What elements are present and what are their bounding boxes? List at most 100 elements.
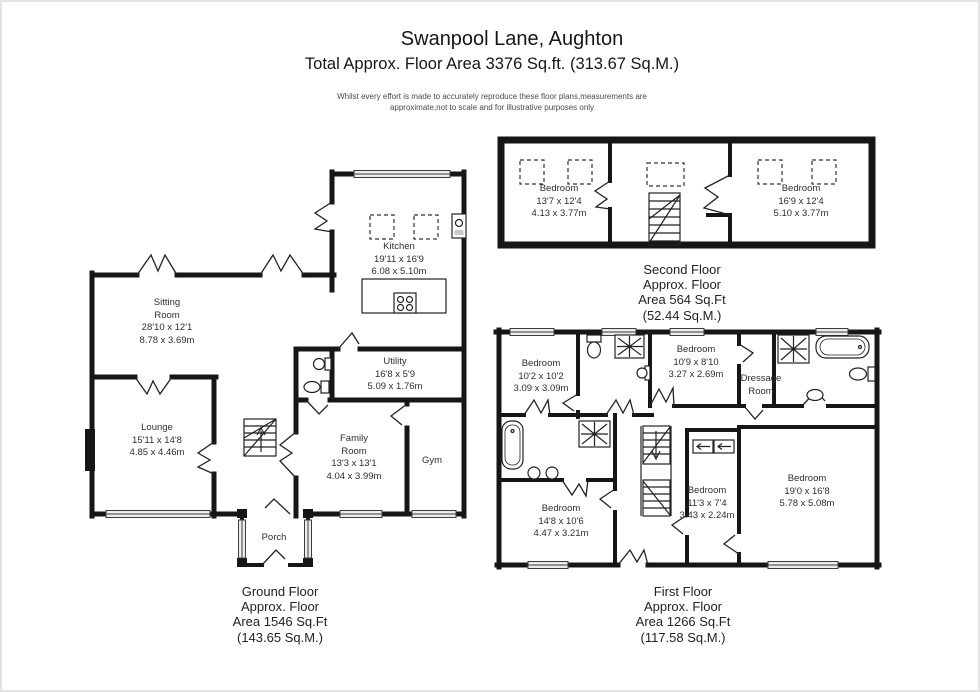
room-name: Dressage <box>740 373 782 384</box>
floor-name: Ground Floor <box>241 584 319 599</box>
window <box>509 328 555 336</box>
floor-area-sqft: Area 1266 Sq.Ft <box>635 614 731 630</box>
room-dim-metric: 4.85 x 4.46m <box>129 447 185 458</box>
disclaimer: Whilst every effort is made to accuratel… <box>2 92 978 113</box>
room-label-lounge: Lounge 15'11 x 14'8 4.85 x 4.46m <box>97 422 217 460</box>
room-dim-imperial: 15'11 x 14'8 <box>132 434 182 446</box>
staircase-icon <box>640 425 672 517</box>
skylight <box>811 159 837 185</box>
window <box>815 328 849 336</box>
room-label-bedroom-1f-bottom-left: Bedroom 14'8 x 10'6 4.47 x 3.21m <box>501 503 621 541</box>
room-dim-imperial: 16'8 x 5'9 <box>374 368 416 380</box>
bath-icon <box>501 420 524 470</box>
room-name: Bedroom <box>521 358 561 369</box>
window <box>527 561 569 569</box>
room-dim-metric: 3.27 x 2.69m <box>668 369 724 380</box>
shower-icon <box>578 420 611 448</box>
shower-icon <box>614 334 645 359</box>
ground-floor-plan <box>85 169 467 567</box>
room-dim-imperial: 16'9 x 12'4 <box>778 195 824 207</box>
toilet-icon <box>586 334 602 359</box>
room-name: Porch <box>261 532 287 543</box>
skylight <box>567 159 593 185</box>
door-swings <box>523 343 826 566</box>
floor-area-sqm: (143.65 Sq.M.) <box>237 629 323 645</box>
window <box>105 510 211 518</box>
room-dim-metric: 5.78 x 5.08m <box>779 498 835 509</box>
page-title: Swanpool Lane, Aughton <box>400 28 624 50</box>
disclaimer-line2: approximate,not to scale and for illustr… <box>389 102 595 112</box>
floor-area-sqft: Area 1546 Sq.Ft <box>232 614 328 630</box>
toilet-icon <box>303 380 330 394</box>
sink-icon <box>806 388 824 402</box>
floor-approx: Approx. Floor <box>240 599 320 615</box>
room-dim-metric: 6.08 x 5.10m <box>371 266 427 277</box>
window <box>669 328 705 336</box>
window <box>339 510 383 518</box>
room-label-bedroom-1f-middle: Bedroom 11'3 x 7'4 3.43 x 2.24m <box>647 485 767 523</box>
skylight <box>519 159 545 185</box>
room-name: Bedroom <box>539 183 579 194</box>
room-name: Gym <box>421 455 443 466</box>
room-name: Bedroom <box>781 183 821 194</box>
room-label-utility: Utility 16'8 x 5'9 5.09 x 1.76m <box>335 356 455 394</box>
sink-icon <box>312 357 332 371</box>
room-label-bedroom-1f-top-middle: Bedroom 10'9 x 8'10 3.27 x 2.69m <box>646 344 746 382</box>
sink-icon <box>636 365 651 381</box>
first-floor-plan <box>493 327 882 570</box>
skylight <box>646 162 685 187</box>
skylight <box>369 214 395 240</box>
room-label-bedroom-2f-right: Bedroom 16'9 x 12'4 5.10 x 3.77m <box>741 183 861 221</box>
first-floor-summary: First Floor Approx. Floor Area 1266 Sq.F… <box>583 584 783 645</box>
disclaimer-line1: Whilst every effort is made to accuratel… <box>337 92 647 101</box>
room-name: Sitting <box>153 297 181 308</box>
room-label-bedroom-2f-left: Bedroom 13'7 x 12'4 4.13 x 3.77m <box>499 183 619 221</box>
floor-area-sqm: (117.58 Sq.M.) <box>640 629 726 645</box>
chimney-breast <box>85 429 95 471</box>
room-name: Kitchen <box>383 241 415 252</box>
room-dim-metric: 3.43 x 2.24m <box>679 510 735 521</box>
floor-approx: Approx. Floor <box>643 599 723 615</box>
room-label-porch: Porch <box>234 532 314 545</box>
room-dim-imperial: 13'7 x 12'4 <box>536 195 582 207</box>
door-swings <box>593 174 731 216</box>
floor-name: Second Floor <box>643 262 721 277</box>
window <box>304 519 312 559</box>
room-dim-metric: 4.13 x 3.77m <box>531 208 587 219</box>
bath-icon <box>815 335 870 359</box>
room-dim-imperial: 14'8 x 10'6 <box>538 515 584 527</box>
window <box>767 561 839 569</box>
hob-icon <box>393 292 417 314</box>
skylight <box>757 159 783 185</box>
room-dim-imperial: 13'3 x 13'1 <box>331 458 377 469</box>
floor-area-sqm: (52.44 Sq.M.) <box>642 307 722 323</box>
room-label-sitting-room: Sitting Room 28'10 x 12'1 8.78 x 3.69m <box>107 297 227 347</box>
room-dim-metric: 5.09 x 1.76m <box>367 381 423 392</box>
appliance-icon <box>451 213 467 239</box>
room-name: Room <box>341 445 367 457</box>
skylight <box>413 214 439 240</box>
room-dim-imperial: 10'2 x 10'2 <box>518 370 564 382</box>
floor-name: First Floor <box>653 584 713 599</box>
room-name: Bedroom <box>676 344 716 355</box>
room-dim-metric: 8.78 x 3.69m <box>139 334 195 346</box>
room-dim-metric: 5.10 x 3.77m <box>773 208 829 219</box>
second-floor-plan <box>497 136 876 249</box>
window <box>353 170 451 178</box>
room-label-bedroom-1f-top-left: Bedroom 10'2 x 10'2 3.09 x 3.09m <box>481 358 601 396</box>
room-name: Room <box>748 385 774 397</box>
staircase-icon <box>243 418 277 457</box>
toilet-icon <box>848 366 876 382</box>
room-label-dressage-room: Dressage Room <box>716 373 806 398</box>
staircase-icon <box>648 192 681 246</box>
room-label-gym: Gym <box>402 455 462 468</box>
shower-icon <box>777 334 810 364</box>
window <box>238 519 246 559</box>
door-swings <box>134 201 408 566</box>
room-name: Bedroom <box>787 473 827 484</box>
room-name: Bedroom <box>541 503 581 514</box>
ground-floor-summary: Ground Floor Approx. Floor Area 1546 Sq.… <box>180 584 380 645</box>
window <box>411 510 457 518</box>
